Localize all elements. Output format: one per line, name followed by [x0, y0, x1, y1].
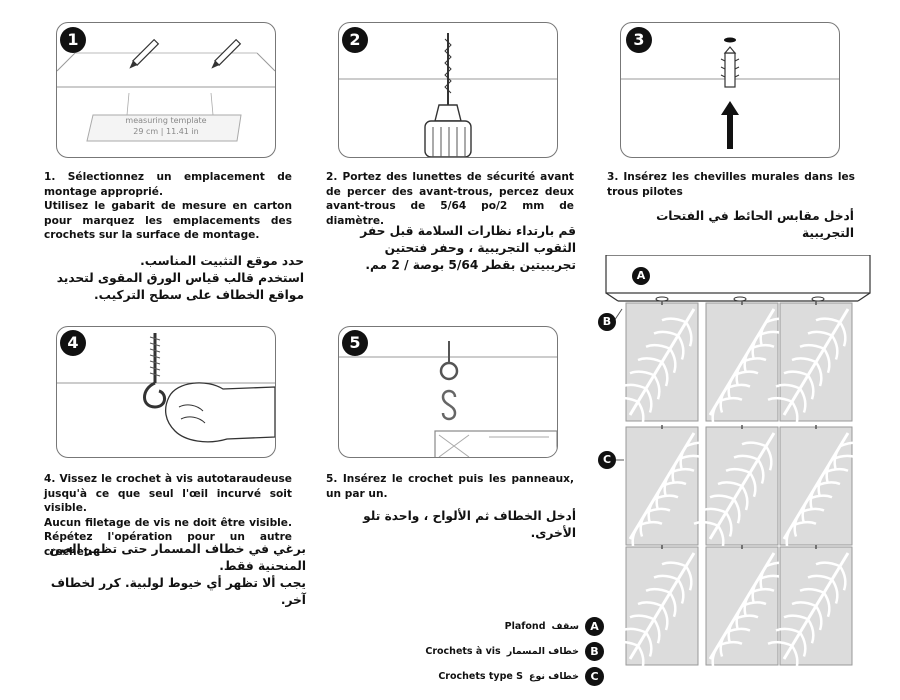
- step-2-text-ar: قم بارتداء نظارات السلامة قبل حفر الثقوب…: [326, 223, 576, 274]
- legend-ar: خطاف المسمار: [507, 646, 579, 657]
- step-1-ar-line: حدد موقع التثبيت المناسب.: [44, 253, 304, 270]
- step-2-text-fr: 2. Portez des lunettes de sécurité avant…: [326, 170, 574, 228]
- step-5-ar-line: أدخل الخطاف ثم الألواح ، واحدة تلو الأخر…: [326, 508, 576, 542]
- step-1-ar-line: استخدم قالب قياس الورق المقوى لتحديد موا…: [44, 270, 304, 304]
- legend-fr: Crochets type S: [438, 671, 523, 682]
- label-b: B: [598, 313, 616, 331]
- legend-ar: سقف: [552, 621, 580, 632]
- step-2-ar-line: قم بارتداء نظارات السلامة قبل حفر الثقوب…: [326, 223, 576, 274]
- legend-ar: خطاف نوع: [529, 671, 579, 682]
- step-1-illustration: measuring template 29 cm | 11.41 in: [56, 22, 276, 158]
- step-5-text-fr: 5. Insérez le crochet puis les panneaux,…: [326, 472, 574, 501]
- step-5-fr-line: 5. Insérez le crochet puis les panneaux,…: [326, 472, 574, 501]
- step-5-illustration: [338, 326, 558, 458]
- template-label: measuring template: [57, 116, 275, 125]
- step-number-5: 5: [342, 330, 368, 356]
- step-1-fr-line: Utilisez le gabarit de mesure en carton …: [44, 199, 292, 243]
- s-hook-icon: [443, 391, 455, 419]
- legend-row-c: Crochets type S خطاف نوع C: [438, 666, 604, 686]
- decorative-panel: [706, 303, 790, 426]
- step-4-text-ar: برغي في خطاف المسمار حتى تظهر العين المن…: [44, 541, 306, 609]
- pencil-icon: [209, 40, 240, 71]
- legend-letter: B: [585, 642, 604, 661]
- decorative-panel: [780, 427, 864, 550]
- step-4-fr-line: 4. Vissez le crochet à vis autotaraudeus…: [44, 472, 292, 516]
- decorative-panel: [768, 303, 852, 426]
- legend-fr: Plafond: [505, 621, 546, 632]
- decorative-panel: [614, 547, 698, 670]
- decorative-panel: [694, 427, 778, 550]
- pencil-icon: [127, 40, 158, 71]
- step-5-text-ar: أدخل الخطاف ثم الألواح ، واحدة تلو الأخر…: [326, 508, 576, 542]
- step-3-drawing: [621, 23, 839, 157]
- step-1-fr-line: 1. Sélectionnez un emplacement de montag…: [44, 170, 292, 199]
- step-2-drawing: [339, 23, 557, 157]
- label-c: C: [598, 451, 616, 469]
- legend-letter: C: [585, 667, 604, 686]
- step-number-3: 3: [626, 27, 652, 53]
- legend-row-a: Plafond سقف A: [505, 616, 604, 636]
- step-4-ar-line: يجب ألا تظهر أي خيوط لولبية. كرر لخطاف آ…: [44, 575, 306, 609]
- step-3-text-fr: 3. Insérez les chevilles murales dans le…: [607, 170, 855, 199]
- step-4-drawing: [57, 327, 275, 457]
- step-2-fr-line: 2. Portez des lunettes de sécurité avant…: [326, 170, 574, 228]
- drill-icon: [435, 105, 461, 121]
- step-3-text-ar: أدخل مقابس الحائط في الفتحات التجريبية: [600, 208, 854, 242]
- decorative-panel: [706, 547, 790, 670]
- legend-row-b: Crochets à vis خطاف المسمار B: [425, 641, 604, 661]
- step-1-text-fr: 1. Sélectionnez un emplacement de montag…: [44, 170, 292, 243]
- screw-hook-icon: [145, 333, 165, 407]
- ceiling-and-panels: [596, 255, 876, 695]
- step-4-ar-line: برغي في خطاف المسمار حتى تظهر العين المن…: [44, 541, 306, 575]
- wall-plug-icon: [721, 47, 739, 87]
- decorative-panel: [614, 303, 698, 426]
- step-3-ar-line: أدخل مقابس الحائط في الفتحات التجريبية: [600, 208, 854, 242]
- eye-hook-icon: [441, 341, 457, 379]
- step-5-drawing: [339, 327, 557, 457]
- step-4-illustration: [56, 326, 276, 458]
- hand-icon: [166, 383, 275, 442]
- step-1-drawing: [57, 23, 275, 157]
- step-3-illustration: [620, 22, 840, 158]
- assembly-diagram: A B C: [596, 255, 876, 695]
- step-2-illustration: [338, 22, 558, 158]
- step-number-2: 2: [342, 27, 368, 53]
- legend-fr: Crochets à vis: [425, 646, 500, 657]
- template-size: 29 cm | 11.41 in: [57, 127, 275, 136]
- step-number-4: 4: [60, 330, 86, 356]
- step-number-1: 1: [60, 27, 86, 53]
- arrow-up-icon: [721, 101, 739, 149]
- legend-letter: A: [585, 617, 604, 636]
- decorative-panel: [768, 547, 852, 670]
- step-1-text-ar: حدد موقع التثبيت المناسب. استخدم قالب قي…: [44, 253, 304, 304]
- decorative-panel: [626, 427, 710, 550]
- label-a: A: [632, 267, 650, 285]
- step-3-fr-line: 3. Insérez les chevilles murales dans le…: [607, 170, 855, 199]
